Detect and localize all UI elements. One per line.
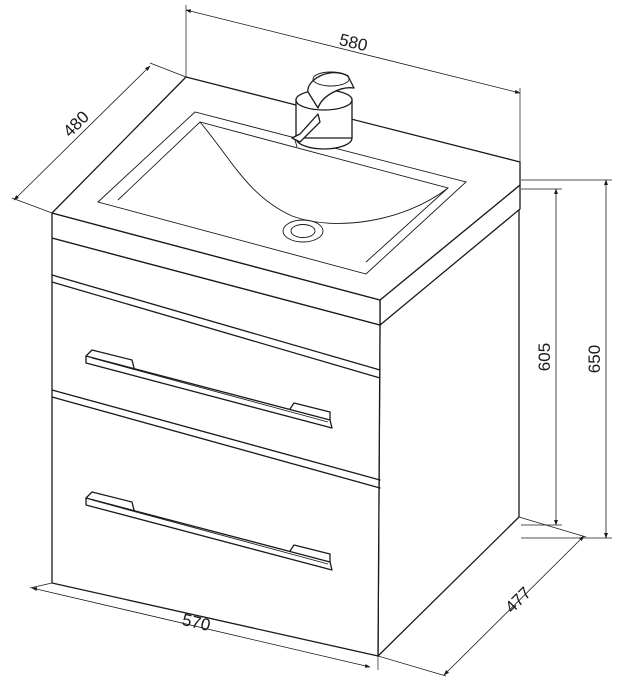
drain-icon — [282, 219, 324, 243]
faucet-icon — [291, 71, 355, 150]
basin-rim — [97, 111, 467, 275]
dim-label-480: 480 — [59, 107, 92, 140]
lower-drawer-handle[interactable] — [85, 491, 333, 571]
dim-label-477: 477 — [501, 583, 534, 616]
drawers — [51, 274, 381, 571]
dim-label-605: 605 — [535, 343, 554, 371]
basin-bowl — [199, 121, 449, 224]
dim-label-650: 650 — [585, 345, 604, 373]
cabinet-body — [51, 208, 520, 657]
basin-top — [51, 76, 521, 326]
dimension-body-height: 605 — [521, 188, 562, 526]
dim-label-580: 580 — [337, 30, 369, 55]
countertop-surface — [51, 76, 521, 301]
upper-drawer-handle[interactable] — [85, 349, 333, 429]
